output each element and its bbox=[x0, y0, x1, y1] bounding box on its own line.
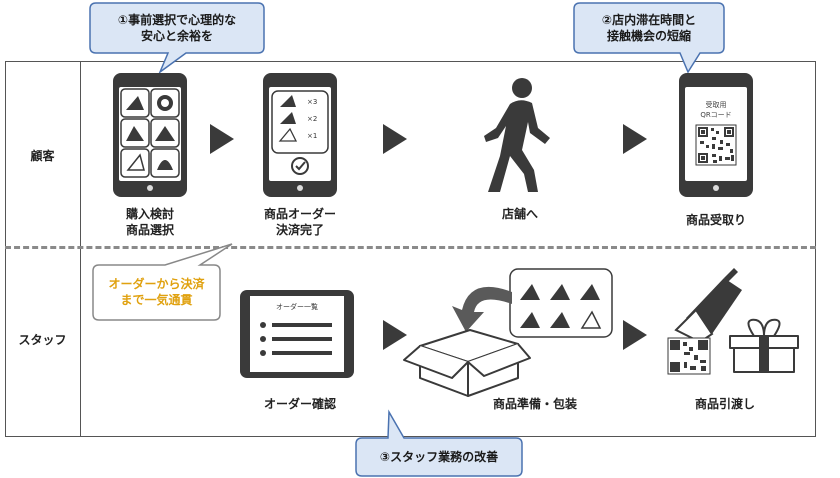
step-caption-receive: 商品受取り bbox=[685, 213, 746, 227]
callout-1-line2: 安心と余裕を bbox=[140, 29, 213, 43]
callout-2-bubble bbox=[573, 2, 725, 74]
callout-1-bubble bbox=[89, 2, 265, 75]
callout-4-bubble bbox=[92, 243, 233, 321]
step-caption-select-line1: 購入検討 bbox=[125, 207, 174, 221]
step-caption-go-to-store: 店舗へ bbox=[501, 207, 538, 221]
arrow-right-icon-bottom bbox=[383, 320, 647, 350]
staff-caption-prepare: 商品準備・包装 bbox=[492, 397, 577, 411]
qr-receipt-label-line2: QRコード bbox=[700, 111, 732, 119]
smartphone-icon-order bbox=[263, 73, 337, 197]
box-icon bbox=[403, 329, 531, 397]
curved-arrow-icon bbox=[452, 286, 512, 332]
step-caption-order: 商品オーダー 決済完了 bbox=[245, 206, 355, 238]
step-caption-select-line2: 商品選択 bbox=[125, 223, 174, 237]
step-caption-select: 購入検討 商品選択 bbox=[100, 206, 200, 238]
gift-icon bbox=[729, 318, 799, 373]
scanner-icon bbox=[674, 268, 742, 344]
callout-4-line1: オーダーから決済 bbox=[108, 277, 205, 291]
order-qty-2: ×2 bbox=[307, 115, 318, 123]
staff-caption-confirm: オーダー確認 bbox=[263, 397, 336, 411]
callout-2-line2: 接触機会の短縮 bbox=[606, 29, 691, 43]
callout-end-to-end: オーダーから決済 まで一気通貫 bbox=[93, 276, 220, 308]
process-frame bbox=[5, 61, 816, 437]
row-label-customer: 顧客 bbox=[30, 149, 55, 163]
callout-4-line2: まで一気通貫 bbox=[120, 293, 193, 307]
step-caption-order-line1: 商品オーダー bbox=[263, 207, 336, 221]
walking-person-icon bbox=[484, 78, 550, 192]
callout-2-line1: ②店内滞在時間と bbox=[601, 13, 697, 27]
arrow-right-icon-top bbox=[210, 124, 647, 154]
tablet-icon bbox=[240, 290, 354, 378]
staff-caption-handover: 商品引渡し bbox=[694, 397, 755, 411]
tablet-title: オーダー一覧 bbox=[276, 303, 318, 311]
qr-receipt-label: 受取用 QRコード bbox=[686, 100, 746, 120]
row-separator bbox=[5, 246, 816, 249]
callout-early-selection: ①事前選択で心理的な 安心と余裕を bbox=[90, 12, 264, 44]
qr-code-icon-phone bbox=[695, 124, 737, 166]
callout-1-line1: ①事前選択で心理的な bbox=[117, 13, 237, 27]
order-qty-3: ×1 bbox=[307, 132, 318, 140]
order-qty-1: ×3 bbox=[307, 98, 318, 106]
qr-code-icon-scan bbox=[667, 337, 711, 375]
row-label-staff: スタッフ bbox=[18, 333, 67, 347]
callout-staff-improvement: ③スタッフ業務の改善 bbox=[379, 450, 499, 464]
callout-3-bubble bbox=[355, 409, 523, 477]
cake-panel bbox=[509, 268, 613, 338]
callout-shorter-stay: ②店内滞在時間と 接触機会の短縮 bbox=[574, 12, 724, 44]
step-caption-order-line2: 決済完了 bbox=[275, 223, 324, 237]
qr-receipt-label-line1: 受取用 bbox=[705, 101, 727, 109]
smartphone-icon-select bbox=[113, 73, 187, 197]
row-label-divider bbox=[80, 61, 81, 437]
